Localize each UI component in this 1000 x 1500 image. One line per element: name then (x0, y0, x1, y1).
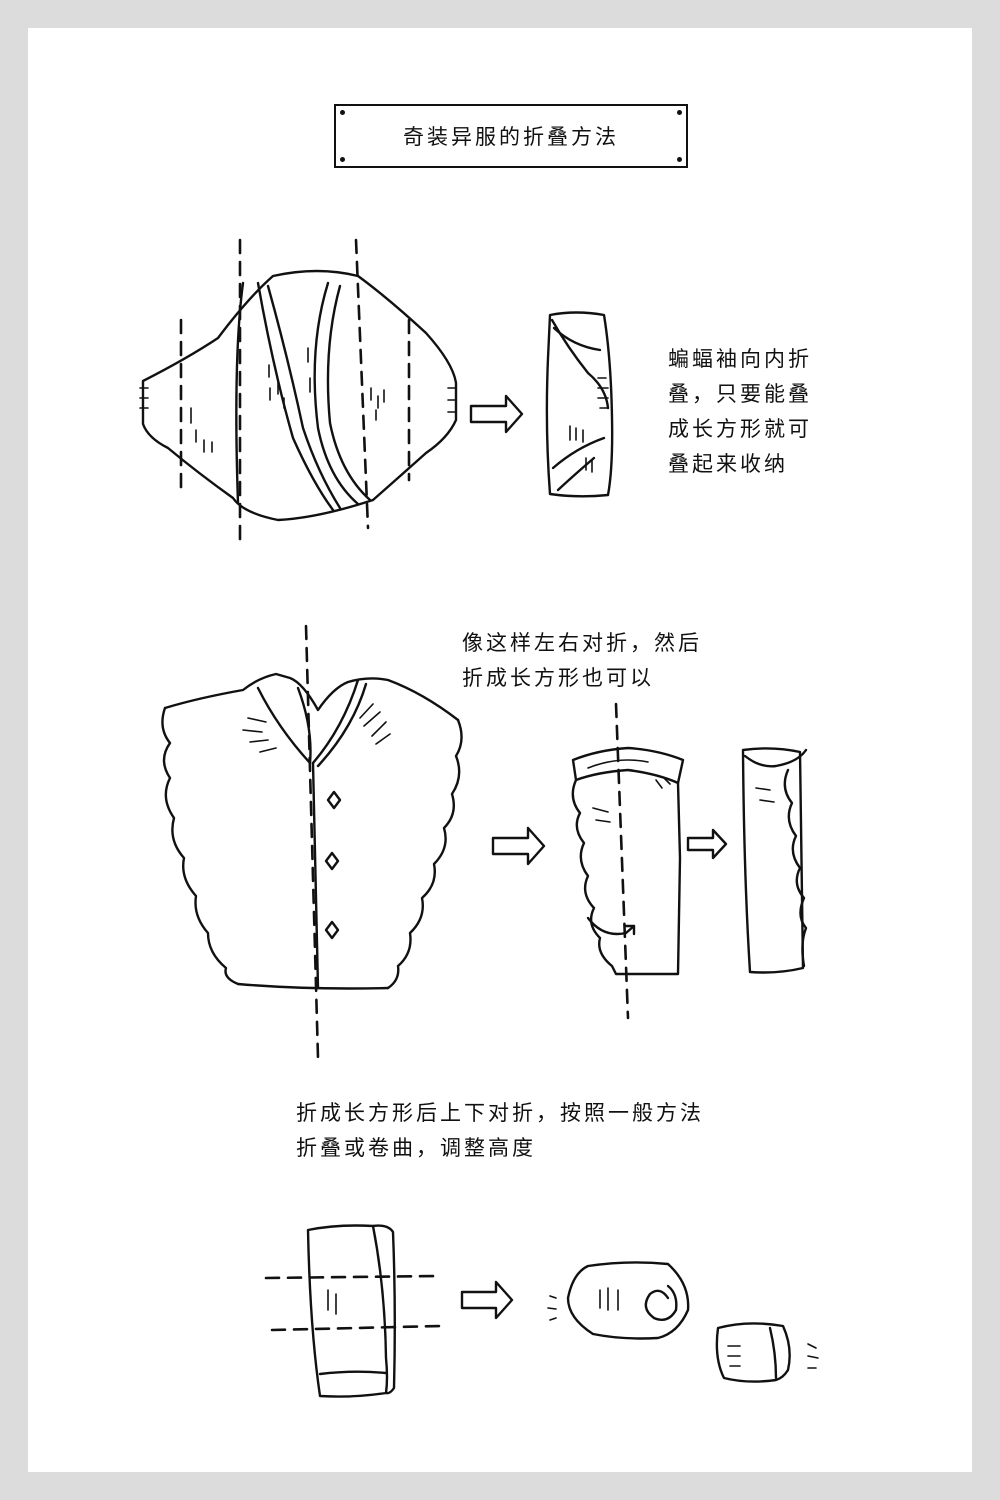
ruffle-fold-line (304, 624, 320, 1060)
small-rolled-drawing (715, 1322, 819, 1383)
batwing-note: 蝙蝠袖向内折 叠，只要能叠 成长方形就可 叠起来收纳 (668, 347, 812, 476)
rolled-drawing (547, 1261, 690, 1340)
ruffle-second-fold-line (614, 702, 630, 1020)
ruffle-blouse-drawing (161, 672, 463, 990)
pin-dot (677, 110, 682, 115)
arrow-right-icon (686, 828, 728, 860)
title-box: 奇装异服的折叠方法 (334, 104, 688, 168)
page-title: 奇装异服的折叠方法 (403, 125, 619, 149)
ruffle-folded-rect-drawing (741, 747, 808, 974)
batwing-fold-lines (179, 238, 411, 550)
horizontal-fold-lines (264, 1274, 442, 1332)
pin-dot (340, 110, 345, 115)
folded-rect-drawing (306, 1224, 396, 1398)
pin-dot (340, 157, 345, 162)
folding-diagram (139, 238, 819, 1398)
arrow-right-icon (491, 826, 546, 866)
arrow-right-icon (469, 394, 524, 434)
pin-dot (677, 157, 682, 162)
arrow-right-icon (460, 1280, 514, 1320)
ruffle-note: 像这样左右对折，然后 折成长方形也可以 (462, 631, 702, 690)
batwing-folded-drawing (545, 311, 614, 498)
instruction-page: 奇装异服的折叠方法 蝙蝠袖向内折 叠，只要能叠 成长方形就可 叠起来收纳 像这样… (28, 28, 972, 1472)
batwing-cardigan-drawing (139, 269, 458, 522)
ruffle-folded-half-drawing (571, 746, 685, 976)
roll-note: 折成长方形后上下对折，按照一般方法 折叠或卷曲，调整高度 (296, 1101, 704, 1160)
